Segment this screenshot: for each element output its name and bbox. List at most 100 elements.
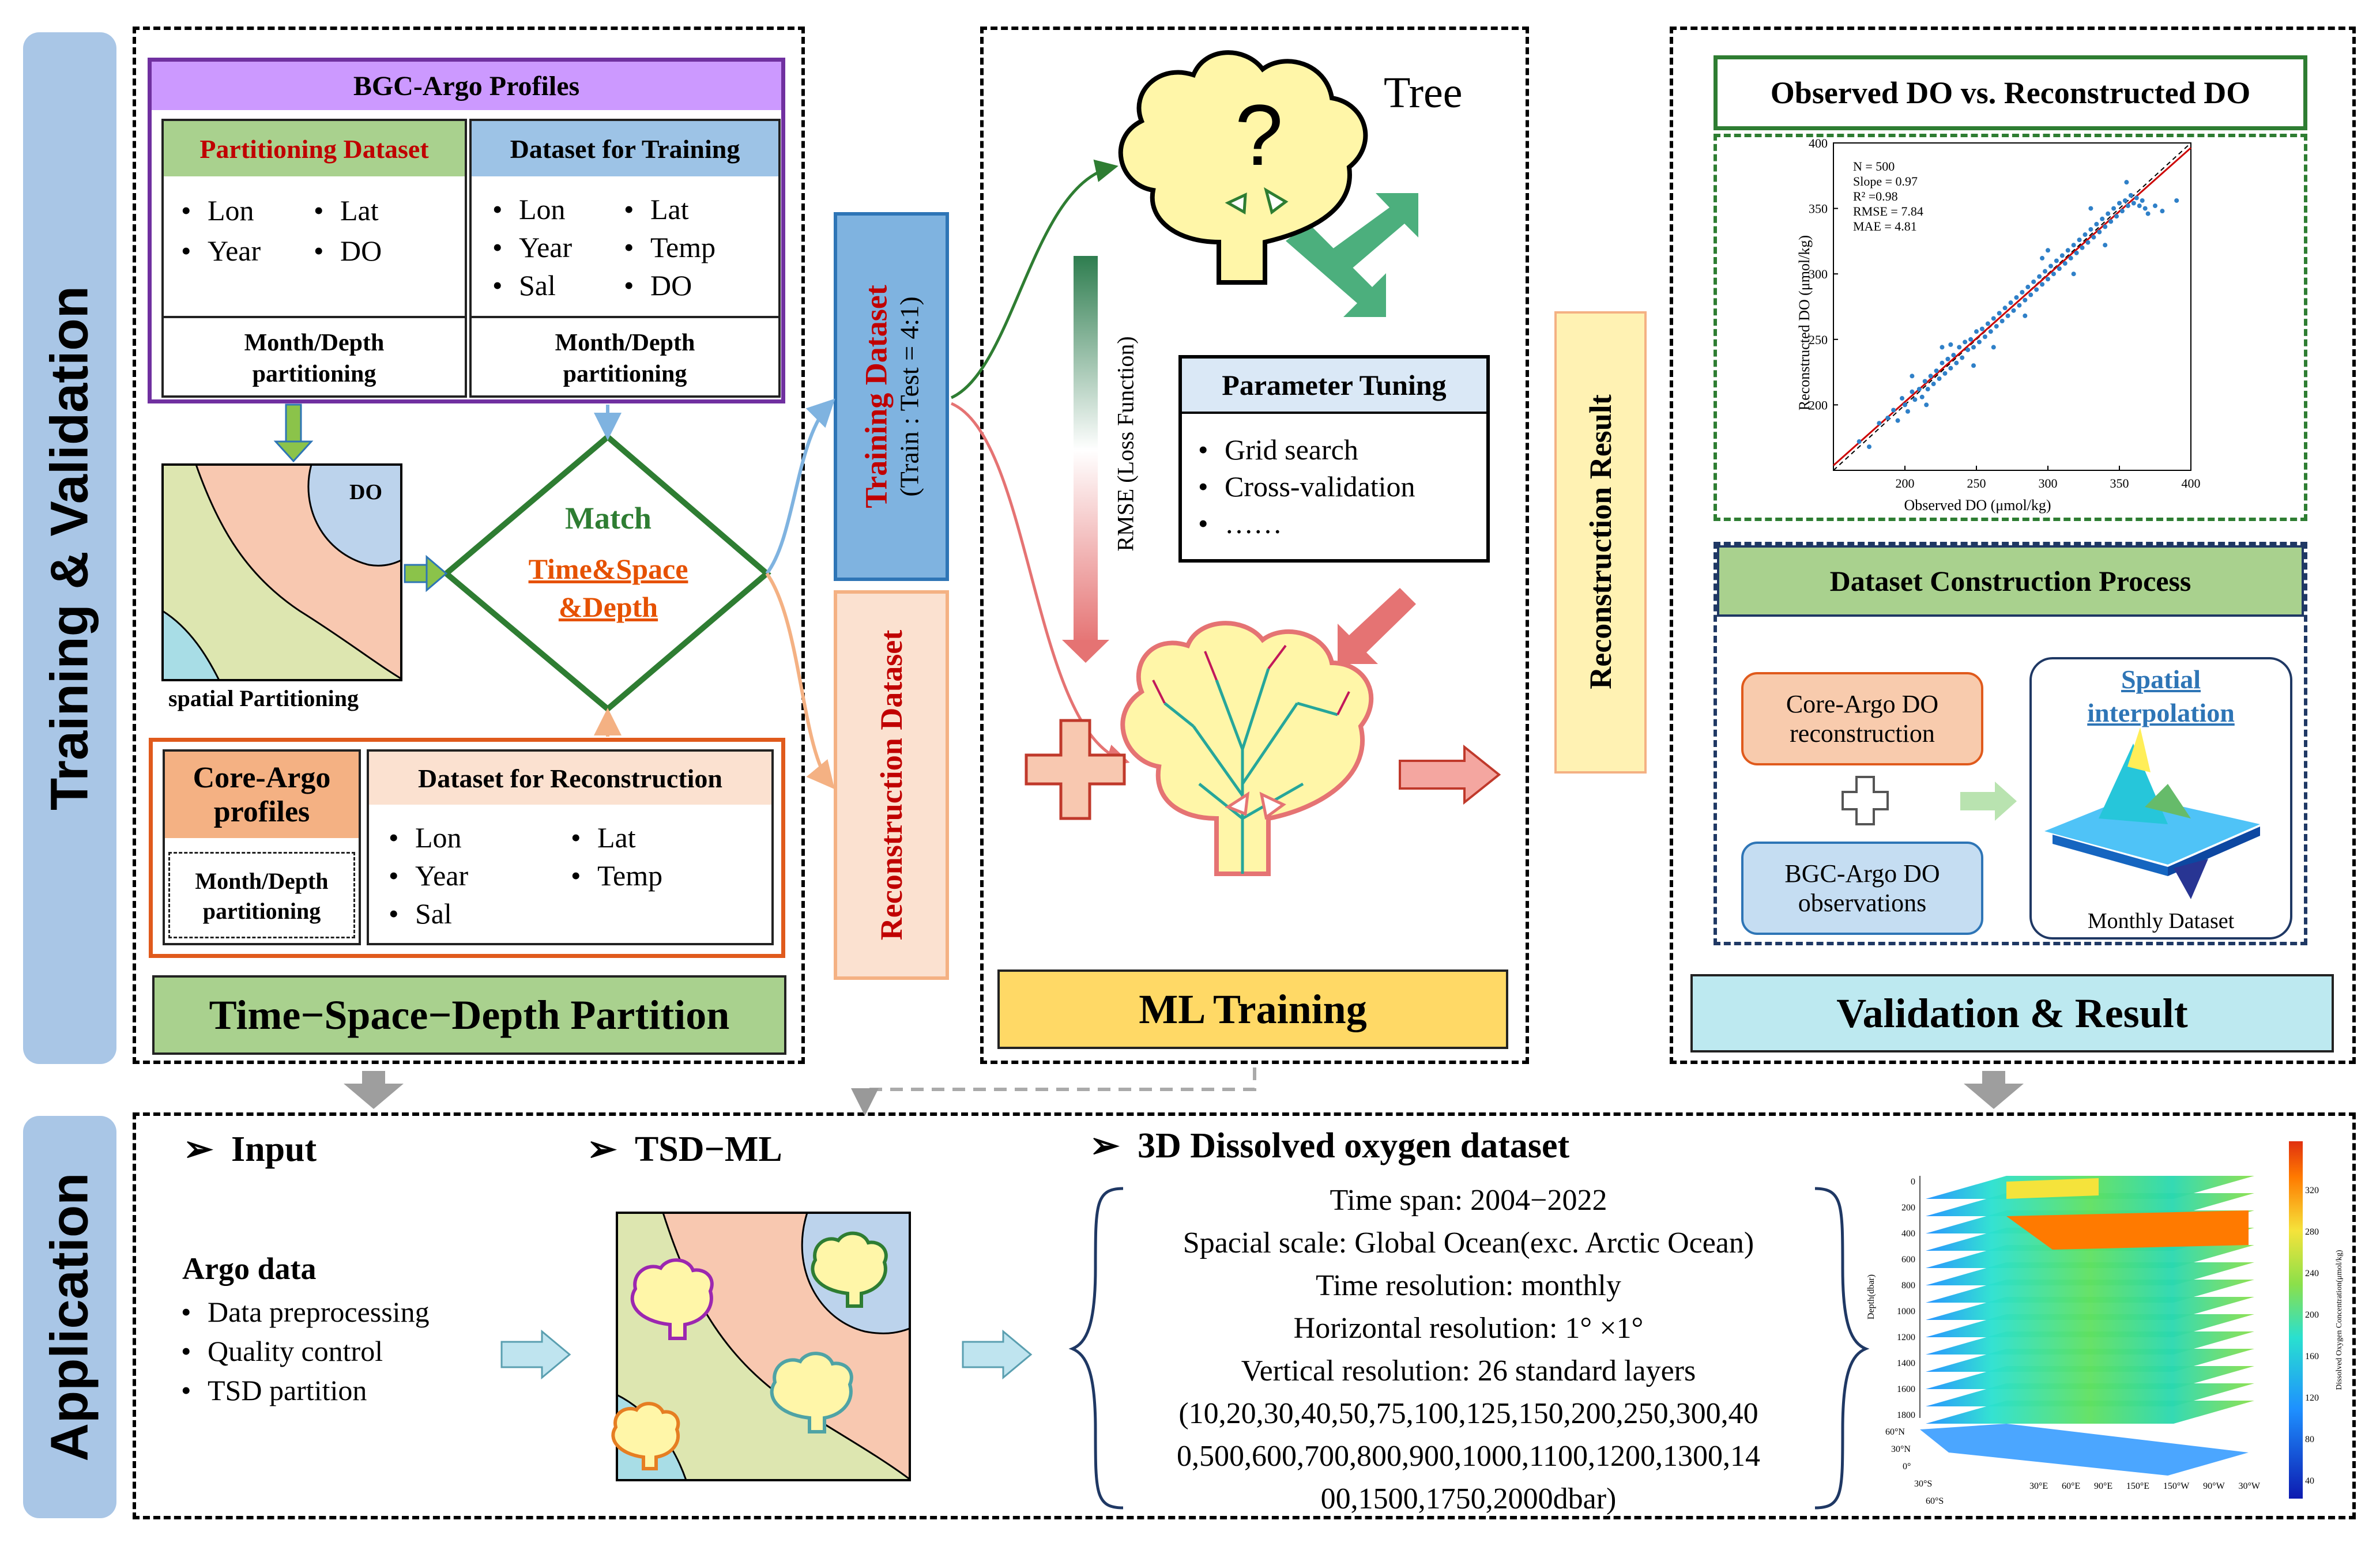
dataset-title: 3D Dissolved oxygen dataset: [1137, 1126, 1570, 1165]
depth-tick: 200: [1901, 1203, 1915, 1213]
var-lat: Lat: [616, 190, 766, 228]
argo-items: Data preprocessing Quality control TSD p…: [173, 1292, 496, 1410]
scatter-frame: [1714, 134, 2307, 521]
split-text: (Train : Test = 4:1): [894, 296, 924, 497]
depth-tick: 1800: [1897, 1410, 1915, 1420]
training-dataset-box: [469, 119, 781, 398]
spatial-line-2: interpolation: [2087, 698, 2235, 727]
core-argo-title: Core-Argo profiles: [165, 752, 359, 838]
stat-slope: Slope = 0.97: [1853, 174, 1918, 188]
tsd-ml-title: TSD−ML: [634, 1130, 782, 1169]
var-lon: Lon: [484, 190, 623, 228]
var-do: DO: [306, 231, 444, 271]
bgc-argo-do-line-2: observations: [1798, 889, 1927, 917]
footer-line-2: partitioning: [202, 898, 321, 924]
info-time-resolution: Time resolution: monthly: [1316, 1269, 1621, 1302]
argo-item-quality: Quality control: [173, 1331, 496, 1371]
partitioning-dataset-box: [161, 119, 467, 398]
core-argo-box: [163, 749, 361, 945]
argo-data-title: Argo data: [182, 1251, 317, 1286]
argo-item-preprocessing: Data preprocessing: [173, 1292, 496, 1331]
lon-tick: 90°E: [2093, 1481, 2113, 1491]
partitioning-vars-2: Lat DO: [306, 190, 444, 271]
footer-line-1: Month/Depth: [195, 868, 329, 894]
training-dataset-title: Dataset for Training: [472, 121, 778, 176]
depth-tick: 1400: [1897, 1359, 1915, 1368]
var-temp: Temp: [616, 228, 766, 266]
footer-line-2: partitioning: [252, 361, 376, 387]
depth-ticks: 0 200 400 600 800 1000 1200 1400 1600 18…: [1884, 1169, 1915, 1428]
argo-item-tsd: TSD partition: [173, 1371, 496, 1410]
reconstruction-dataset-label: Reconstruction Dataset: [874, 629, 909, 941]
training-vars-2: Lat Temp DO: [616, 190, 766, 304]
depth-tick: 1600: [1897, 1384, 1915, 1394]
colorbar-tick: 240: [2305, 1269, 2319, 1278]
lat-tick: 30°N: [1891, 1444, 1911, 1454]
monthly-dataset-label: Monthly Dataset: [2087, 909, 2235, 933]
application-side-label: Application: [23, 1116, 116, 1518]
lon-tick: 150°E: [2126, 1481, 2150, 1491]
validation-panel: [1670, 27, 2356, 1064]
var-lat: Lat: [306, 190, 444, 231]
depth-tick: 1000: [1897, 1307, 1915, 1316]
match-title: Match: [565, 501, 652, 535]
stat-n: N = 500: [1853, 159, 1895, 173]
training-footer: Month/Depth partitioning: [472, 327, 778, 390]
core-argo-line-2: profiles: [213, 795, 310, 828]
lon-tick: 150°W: [2163, 1481, 2190, 1491]
tuning-more: ……: [1190, 505, 1478, 542]
construction-frame: [1714, 542, 2307, 945]
info-time-span: Time span: 2004−2022: [1330, 1184, 1607, 1217]
stat-r2: R² =0.98: [1853, 189, 1898, 203]
var-lat: Lat: [563, 818, 724, 857]
reconstruction-dataset-title: Dataset for Reconstruction: [369, 752, 771, 805]
training-dataset-label: Training Dataset (Train : Test = 4:1): [858, 285, 925, 508]
training-divider: [472, 316, 778, 318]
application-text: Application: [40, 1172, 99, 1462]
lon-ticks: 30°E 60°E 90°E 150°E 150°W 90°W 30°W: [2029, 1481, 2260, 1492]
colorbar-ticks: 320 280 240 200 160 120 80 40: [2305, 1170, 2319, 1502]
tree-question-mark: ?: [1235, 86, 1283, 183]
training-vars: Lon Year Sal: [484, 190, 623, 304]
tree-label: Tree: [1384, 69, 1463, 117]
core-argo-do-line-2: reconstruction: [1790, 719, 1935, 748]
var-lon: Lon: [381, 818, 542, 857]
tsd-ml-heading: ➢ TSD−ML: [587, 1127, 782, 1170]
reconstruction-vars: Lon Year Sal: [381, 818, 542, 933]
arrow-bullet-icon: ➢: [1090, 1126, 1120, 1165]
spatial-partitioning-caption: spatial Partitioning: [168, 685, 359, 711]
var-sal: Sal: [381, 895, 542, 933]
var-do: DO: [616, 266, 766, 304]
bgc-argo-do-line-1: BGC-Argo DO: [1784, 859, 1940, 888]
stat-mae: MAE = 4.81: [1853, 219, 1917, 233]
footer-line-1: Month/Depth: [244, 330, 385, 356]
info-horizontal-resolution: Horizontal resolution: 1° ×1°: [1293, 1312, 1644, 1345]
dataset-info: Time span: 2004−2022 Spacial scale: Glob…: [1108, 1179, 1829, 1521]
training-validation-side-label: Training & Validation: [23, 32, 116, 1064]
reconstruction-result-label: Reconstruction Result: [1583, 394, 1618, 689]
lat-tick: 60°S: [1926, 1496, 1944, 1506]
spatial-line-1: Spatial: [2121, 665, 2201, 694]
partitioning-footer: Month/Depth partitioning: [164, 327, 465, 390]
info-spatial-scale: Spacial scale: Global Ocean(exc. Arctic …: [1183, 1227, 1754, 1259]
arrow-bullet-icon: ➢: [183, 1130, 213, 1169]
loss-function-label: RMSE (Loss Function): [1112, 336, 1139, 552]
spatial-interpolation-box: [2029, 657, 2292, 940]
match-line-2: &Depth: [558, 591, 658, 623]
lat-ticks: 60°N 30°N 0° 30°S 60°S: [1885, 1424, 1944, 1510]
footer-line-1: Month/Depth: [555, 330, 695, 356]
lon-tick: 30°W: [2238, 1481, 2260, 1491]
spatial-interpolation-title: Spatial interpolation: [2029, 663, 2292, 730]
training-dataset-text: Training Dataset: [858, 285, 894, 508]
arrow-bullet-icon: ➢: [587, 1130, 617, 1169]
tuning-grid-search: Grid search: [1190, 431, 1478, 468]
reconstruction-dataset-bar: [834, 590, 949, 980]
core-argo-outer-box: [149, 738, 785, 958]
core-argo-line-1: Core-Argo: [193, 761, 331, 794]
depth-tick: 600: [1901, 1255, 1915, 1265]
application-panel: [133, 1112, 2356, 1519]
tuning-items: Grid search Cross-validation ……: [1190, 431, 1478, 542]
core-argo-do-line-1: Core-Argo DO: [1786, 690, 1939, 718]
info-vertical-resolution: Vertical resolution: 26 standard layers: [1241, 1355, 1696, 1387]
colorbar-tick: 280: [2305, 1227, 2319, 1237]
